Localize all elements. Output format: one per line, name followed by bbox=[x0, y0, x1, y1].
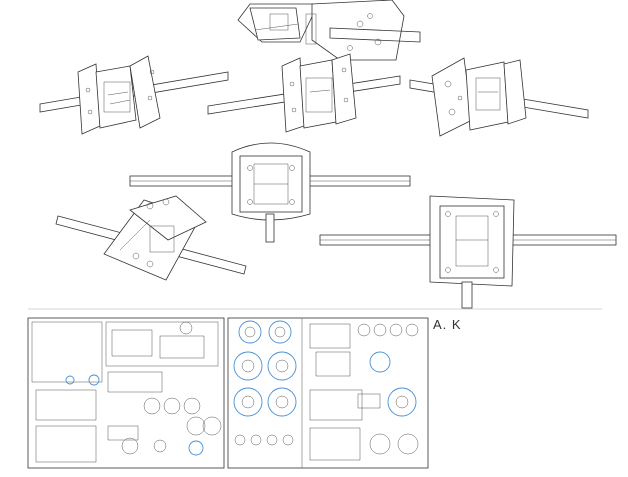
parts-sheet-2 bbox=[227, 317, 429, 469]
assembly-view-left bbox=[39, 55, 229, 135]
assembly-view-side bbox=[319, 195, 617, 309]
assembly-view-front bbox=[129, 142, 411, 243]
assembly-view-right bbox=[409, 57, 589, 137]
parts-sheet-1 bbox=[27, 317, 225, 469]
assembly-view-top bbox=[237, 0, 421, 61]
assembly-view-angled bbox=[55, 195, 247, 281]
sheet-caption: A. K bbox=[433, 317, 462, 332]
assembly-view-center bbox=[207, 53, 401, 133]
